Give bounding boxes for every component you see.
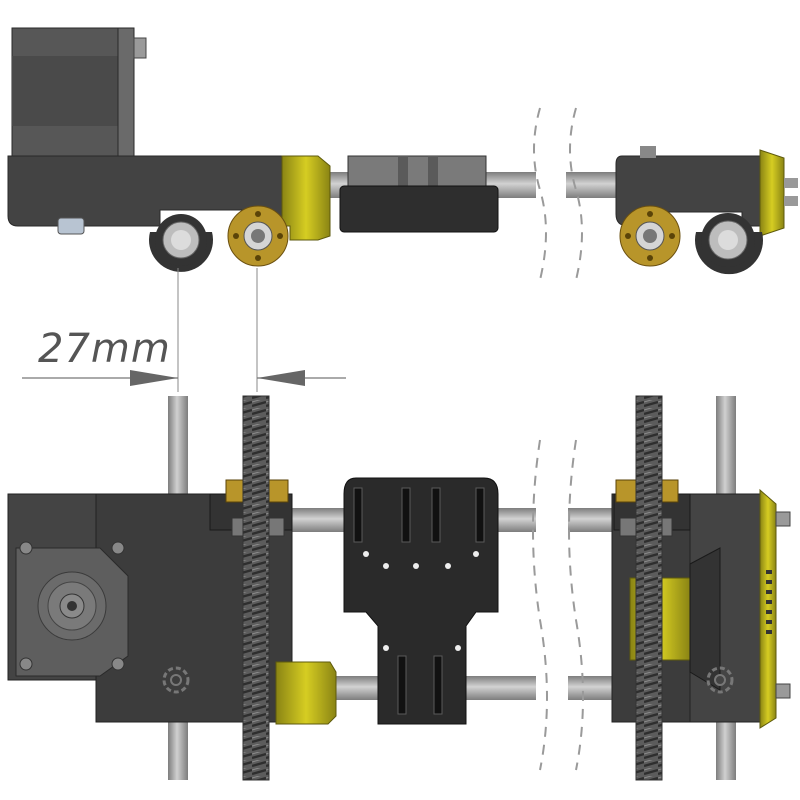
front-right-lead-screw (635, 395, 663, 781)
front-right-tensioner-screw-1 (775, 511, 791, 527)
top-carriage-plate (339, 185, 499, 233)
arrow-left (130, 370, 178, 386)
front-break-line-2 (568, 439, 584, 771)
front-carriage-slots (353, 487, 485, 715)
front-carriage-plate (343, 477, 499, 725)
top-left-brass-nut (227, 205, 289, 267)
top-view (7, 27, 798, 281)
front-motor-screw-1 (19, 541, 33, 555)
front-motor-screw-4 (111, 657, 125, 671)
top-right-yellow-holder (759, 149, 785, 237)
open-hardware-gear-icon (162, 666, 190, 694)
top-motor-band (12, 56, 130, 126)
top-right-tensioner-screw-2 (784, 196, 798, 206)
dimension-27mm: 27mm (22, 268, 346, 392)
front-right-tensioner (759, 488, 777, 729)
top-smooth-rod-right (566, 172, 624, 198)
front-right-tensioner-slots (766, 570, 772, 634)
front-motor-screw-2 (111, 541, 125, 555)
top-left-idler (149, 214, 213, 272)
top-motor-shaft (133, 37, 147, 59)
front-right-tensioner-screw-2 (775, 683, 791, 699)
front-right-diagonal-brace (689, 547, 721, 691)
front-break-line-1 (532, 439, 548, 771)
top-break-line-2 (569, 107, 583, 281)
top-right-idler (695, 213, 763, 275)
front-motor-screw-3 (19, 657, 33, 671)
front-left-lead-screw (242, 395, 270, 781)
top-right-bolt (640, 146, 656, 158)
top-motor-face (117, 27, 135, 157)
front-left-yellow-holder (275, 661, 337, 725)
dimension-label: 27mm (38, 326, 171, 372)
top-left-yellow-holder (281, 155, 331, 241)
front-carriage-holes (363, 551, 479, 651)
top-break-line-1 (533, 107, 547, 281)
top-right-tensioner-screw-1 (784, 178, 798, 188)
top-linear-bearing-groove-2 (428, 156, 438, 192)
front-motor-shaft (37, 571, 107, 641)
front-view (7, 395, 791, 781)
top-screw (57, 217, 85, 235)
top-linear-bearing-groove-1 (398, 156, 408, 192)
open-hardware-gear-icon (706, 666, 734, 694)
arrow-right (257, 370, 305, 386)
top-right-brass-nut (619, 205, 681, 267)
